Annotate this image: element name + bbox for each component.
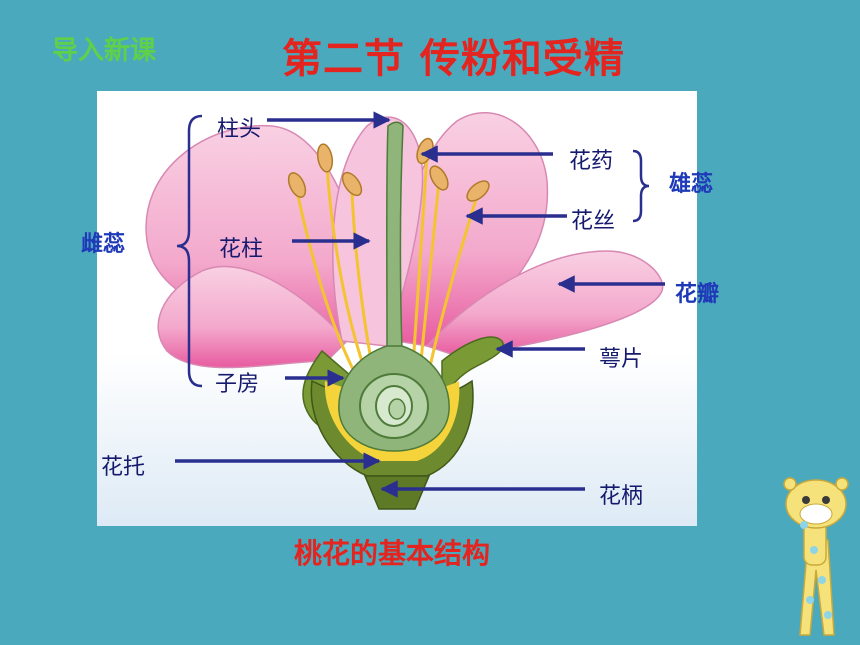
pistil-bracket bbox=[176, 114, 203, 388]
label-ovary: 子房 bbox=[215, 372, 260, 397]
label-style: 花柱 bbox=[219, 237, 264, 262]
label-pistil: 雌蕊 bbox=[81, 232, 126, 257]
label-receptacle: 花托 bbox=[101, 455, 146, 480]
section-tag: 导入新课 bbox=[52, 36, 157, 66]
petal-lower-left bbox=[157, 265, 349, 369]
label-stigma: 柱头 bbox=[217, 117, 262, 142]
diagram-panel: 柱头 花柱 子房 雌蕊 花药 花丝 雄蕊 花瓣 萼片 花托 花柄 bbox=[81, 91, 719, 526]
pointer-arrows bbox=[175, 111, 665, 498]
pistil-style bbox=[386, 121, 404, 352]
slide-title: 第二节 传粉和受精 bbox=[282, 36, 625, 82]
label-pedicel: 花柄 bbox=[599, 484, 644, 509]
diagram-caption: 桃花的基本结构 bbox=[294, 537, 491, 570]
label-anther: 花药 bbox=[569, 149, 614, 174]
ovule-core bbox=[388, 398, 406, 420]
stamen-bracket bbox=[632, 149, 650, 223]
label-petal: 花瓣 bbox=[675, 282, 720, 307]
peach-flower-diagram bbox=[97, 91, 697, 526]
label-stamen: 雄蕊 bbox=[669, 172, 714, 197]
giraffe-illustration bbox=[783, 477, 849, 636]
petal-right bbox=[425, 250, 664, 357]
label-sepal: 萼片 bbox=[599, 347, 644, 372]
label-filament: 花丝 bbox=[571, 209, 616, 234]
